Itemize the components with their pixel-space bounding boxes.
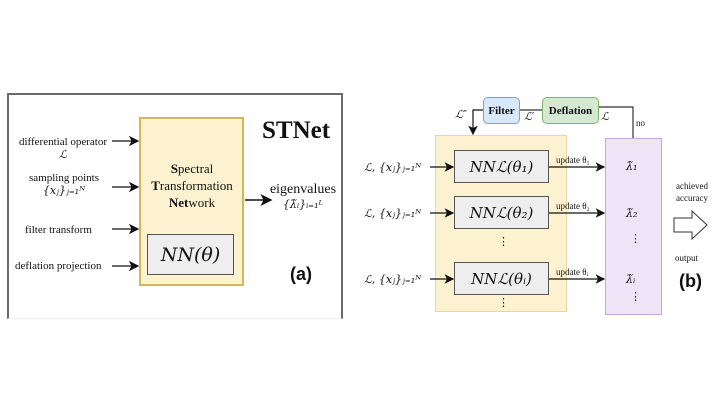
update-label-2: update θ₂ xyxy=(556,201,590,211)
input-label-1: ℒ, {xⱼ}ⱼ₌₁ᴺ xyxy=(364,161,422,174)
operator-prime: ℒ′ xyxy=(524,110,535,123)
nn-theta-box: NN(θ) xyxy=(147,234,234,275)
deflation-box: Deflation xyxy=(542,97,599,124)
loop-filter-down xyxy=(468,109,483,136)
input-filter-transform: filter transform xyxy=(25,224,92,236)
vdots-networks: ⋮ xyxy=(498,236,509,248)
input-differential-operator: differential operator ℒ xyxy=(13,136,113,161)
eigenvalue-2: λ̃₂ xyxy=(626,207,638,220)
input-sampling-points: sampling points {xⱼ}ⱼ₌₁ᴺ xyxy=(18,172,110,197)
accuracy-text: accuracy xyxy=(676,193,708,203)
eigenvalue-column xyxy=(605,138,662,315)
update-label-1: update θ₁ xyxy=(556,155,590,165)
input-math: ℒ xyxy=(59,148,67,161)
input-math: {xⱼ}ⱼ₌₁ᴺ xyxy=(42,184,86,197)
network-name-s: S xyxy=(170,161,178,176)
loop-line xyxy=(599,106,634,138)
panel-a-frame xyxy=(7,93,343,319)
output-label: eigenvalues xyxy=(269,182,337,197)
achieved-text: achieved xyxy=(676,181,708,191)
input-label: sampling points xyxy=(29,172,99,184)
network-name-work: work xyxy=(188,195,216,210)
network-name-net: Net xyxy=(168,195,189,210)
nn-box-1: NNℒ(θ₁) xyxy=(454,150,549,183)
output-label: output xyxy=(675,253,699,263)
eigenvalue-1: λ̃₁ xyxy=(626,160,638,173)
achieved-accuracy-label: achieved accuracy xyxy=(668,180,716,204)
output-math: {λ̃ᵢ}ᵢ₌₁ᴸ xyxy=(282,198,324,211)
eigenvalue-i: λ̃ᵢ xyxy=(626,273,636,286)
vdots-eigenvalues-bottom: ⋮ xyxy=(630,291,641,303)
input-deflation-projection: deflation projection xyxy=(15,260,102,272)
panel-b-label: (b) xyxy=(679,271,702,291)
input-label-2: ℒ, {xⱼ}ⱼ₌₁ᴺ xyxy=(364,207,422,220)
nn-box-2: NNℒ(θ₂) xyxy=(454,196,549,229)
update-label-i: update θᵢ xyxy=(556,267,589,277)
network-name-ransformation: ransformation xyxy=(159,178,233,193)
no-label: no xyxy=(636,118,645,128)
nn-box-i: NNℒ(θᵢ) xyxy=(454,262,549,295)
operator: ℒ xyxy=(601,110,609,123)
vdots-eigenvalues: ⋮ xyxy=(630,233,641,245)
output-arrow-icon xyxy=(673,209,708,241)
filter-box: Filter xyxy=(483,97,520,124)
network-name: Spectral Transformation Network xyxy=(146,160,238,211)
vdots-networks-bottom: ⋮ xyxy=(498,297,509,309)
stnet-title: STNet xyxy=(262,117,331,144)
panel-a-label: (a) xyxy=(290,264,312,284)
operator-double-prime: ℒ″ xyxy=(455,108,468,121)
output-eigenvalues: eigenvalues {λ̃ᵢ}ᵢ₌₁ᴸ xyxy=(262,182,344,211)
network-name-t: T xyxy=(151,178,160,193)
network-name-pectral: pectral xyxy=(177,161,214,176)
input-label: differential operator xyxy=(18,136,108,148)
input-label-i: ℒ, {xⱼ}ⱼ₌₁ᴺ xyxy=(364,273,422,286)
